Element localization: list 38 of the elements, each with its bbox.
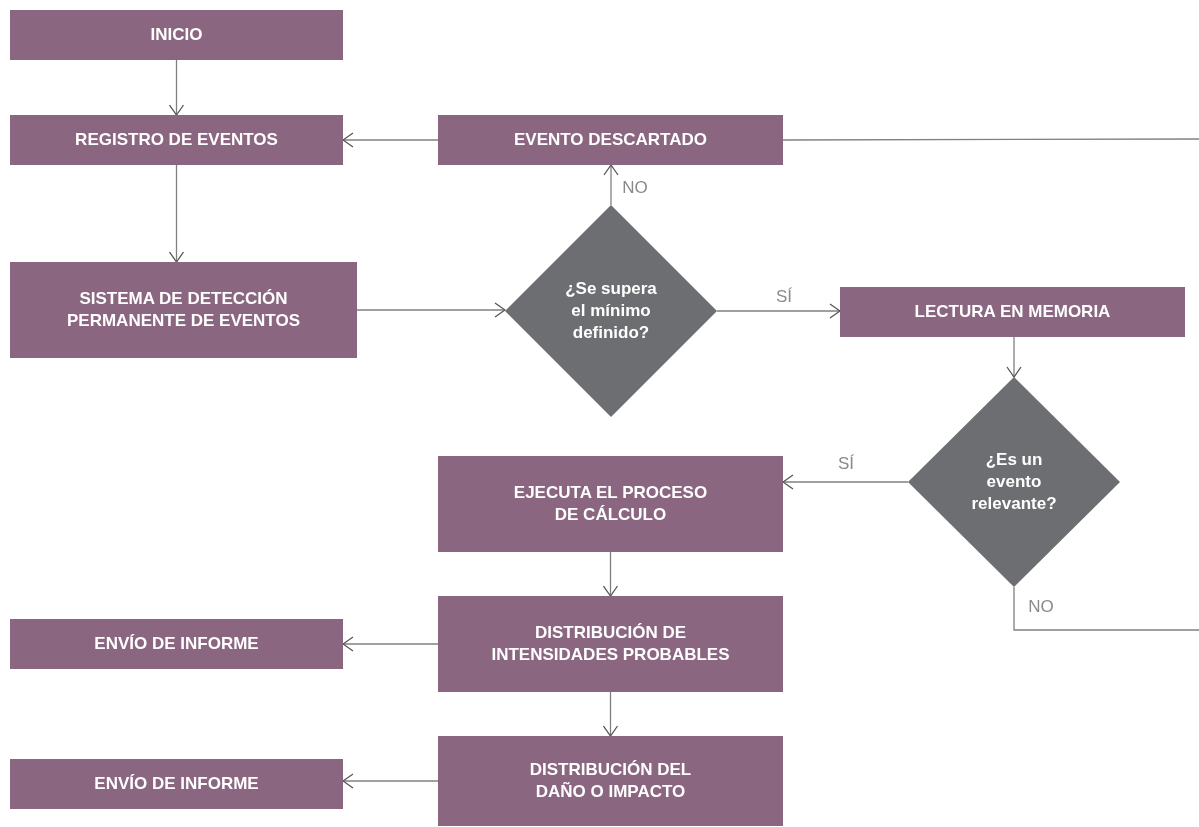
arrow — [342, 636, 439, 652]
arrow — [168, 164, 185, 263]
arrow — [602, 551, 619, 597]
decision-text: ¿Se supera el mínimo definido? — [564, 277, 658, 345]
process-label: EJECUTA EL PROCESO DE CÁLCULO — [512, 481, 709, 526]
process-label: INICIO — [150, 23, 203, 46]
process-box — [840, 287, 1185, 337]
process-label: ENVÍO DE INFORME — [94, 632, 259, 655]
arrow — [342, 132, 439, 148]
connector-line — [1013, 586, 1199, 631]
process-box — [438, 456, 783, 552]
decision-diamond — [505, 205, 717, 417]
arrow — [356, 302, 506, 318]
process-label: ENVÍO DE INFORME — [94, 772, 259, 795]
process-box — [438, 115, 783, 165]
process-box — [438, 736, 783, 826]
process-label: LECTURA EN MEMORIA — [914, 300, 1111, 323]
process-box — [438, 596, 783, 692]
process-label: DISTRIBUCIÓN DEL DAÑO O IMPACTO — [528, 758, 693, 803]
process-box — [10, 10, 343, 60]
process-box — [10, 115, 343, 165]
decision-text: ¿Es un evento relevante? — [970, 448, 1058, 516]
arrow — [1006, 336, 1022, 378]
process-box — [10, 619, 343, 669]
arrow — [782, 474, 909, 490]
process-box — [10, 262, 357, 358]
process-label: SISTEMA DE DETECCIÓN PERMANENTE DE EVENTOS — [66, 287, 301, 332]
decision-diamond — [908, 377, 1120, 587]
connector-line — [782, 138, 1199, 141]
arrow — [602, 691, 619, 737]
arrow — [716, 303, 841, 319]
arrow — [603, 164, 619, 206]
process-label: EVENTO DESCARTADO — [514, 128, 707, 151]
arrow — [342, 773, 439, 789]
process-label: DISTRIBUCIÓN DE INTENSIDADES PROBABLES — [490, 621, 731, 666]
process-box — [10, 759, 343, 809]
process-label: REGISTRO DE EVENTOS — [75, 128, 278, 151]
arrow — [168, 59, 185, 116]
